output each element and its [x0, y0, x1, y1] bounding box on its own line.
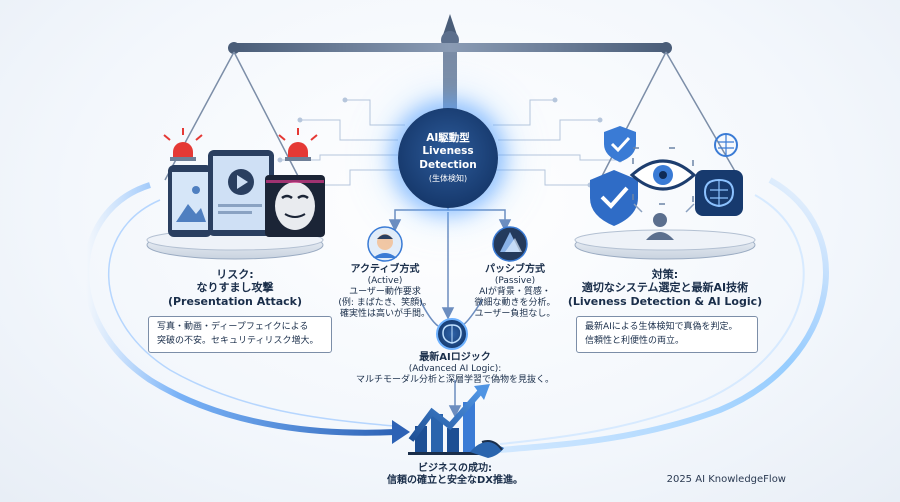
ai-logic-english: (Advanced AI Logic): [408, 364, 502, 375]
balance-scale [164, 14, 741, 181]
alarm-light-right-icon [278, 128, 318, 161]
hub-line4: (生体検知) [428, 173, 468, 183]
alarm-light-left-icon [163, 128, 203, 161]
circuit-traces [277, 97, 623, 188]
hub-line3: Detection [419, 158, 477, 171]
countermeasure-english: (Liveness Detection & AI Logic) [567, 294, 763, 308]
growth-chart-icon [408, 384, 490, 455]
tablet-video-icon [208, 150, 274, 236]
active-method: アクティブ方式 (Active) ユーザー動作要求 (例: まばたき、笑顔)。 … [325, 264, 445, 320]
countermeasure-heading: 対策: 適切なシステム選定と最新AI技術 (Liveness Detection… [560, 268, 770, 308]
business-line1: 信頼の確立と安全なDX推進。 [386, 475, 523, 487]
handshake-icon [470, 440, 504, 458]
countermeasure-desc-line2: 信頼性と利便性の両立。 [585, 335, 685, 346]
ai-logic-title: 最新AIロジック [419, 352, 491, 363]
footer-credit: 2025 AI KnowledgeFlow [666, 474, 786, 485]
passive-line1: AIが背景・質感・ [479, 287, 551, 298]
risk-english: (Presentation Attack) [167, 294, 303, 308]
eye-scan-icon [629, 147, 697, 205]
liveness-detection-hub: AI駆動型 Liveness Detection (生体検知) [398, 108, 498, 208]
hub-line2: Liveness [422, 145, 474, 158]
risk-description-box: 写真・動画・ディープフェイクによる 突破の不安。セキュリティリスク増大。 [148, 316, 332, 353]
risk-heading: リスク: なりすまし攻撃 (Presentation Attack) [150, 268, 320, 308]
active-title: アクティブ方式 [350, 264, 420, 275]
ai-logic-brain-icon [436, 318, 468, 350]
active-line3: 確実性は高いが手間。 [339, 309, 430, 320]
risk-desc-line2: 突破の不安。セキュリティリスク増大。 [157, 335, 319, 346]
active-user-face-icon [367, 226, 403, 262]
passive-line3: ユーザー負担なし。 [474, 309, 556, 320]
ai-logic: 最新AIロジック (Advanced AI Logic): マルチモーダル分析と… [340, 352, 570, 386]
active-line1: ユーザー動作要求 [349, 287, 421, 298]
swoosh-left [83, 182, 410, 444]
risk-title: リスク: [216, 268, 254, 281]
active-english: (Active) [367, 276, 403, 287]
passive-analysis-icon [492, 226, 528, 262]
business-title: ビジネスの成功: [418, 463, 492, 474]
risk-desc-line1: 写真・動画・ディープフェイクによる [157, 322, 309, 332]
smartphone-photo-icon [168, 165, 212, 237]
ai-brain-chip-icon [695, 170, 743, 216]
countermeasure-title: 対策: [651, 268, 679, 281]
shield-check-small-icon [604, 126, 636, 162]
user-silhouette-icon [633, 203, 695, 240]
countermeasure-desc-line1: 最新AIによる生体検知で真偽を判定。 [585, 322, 738, 332]
countermeasure-subtitle: 適切なシステム選定と最新AI技術 [581, 281, 749, 295]
passive-method: パッシブ方式 (Passive) AIが背景・質感・ 微細な動きを分析。 ユーザ… [455, 264, 575, 320]
passive-line2: 微細な動きを分析。 [474, 298, 556, 309]
anonymous-mask-icon [265, 175, 325, 237]
countermeasure-description-box: 最新AIによる生体検知で真偽を判定。 信頼性と利便性の両立。 [576, 316, 758, 353]
active-line2: (例: まばたき、笑顔)。 [338, 298, 432, 309]
ai-logic-line1: マルチモーダル分析と深層学習で偽物を見抜く。 [355, 375, 554, 386]
brain-small-icon [714, 133, 738, 157]
business-success: ビジネスの成功: 信頼の確立と安全なDX推進。 [360, 463, 550, 487]
swoosh-right [499, 177, 829, 453]
shield-check-large-icon [590, 170, 638, 226]
passive-title: パッシブ方式 [485, 264, 545, 275]
passive-english: (Passive) [494, 276, 536, 287]
hub-line1: AI駆動型 [426, 132, 470, 145]
risk-subtitle: なりすまし攻撃 [196, 281, 274, 295]
